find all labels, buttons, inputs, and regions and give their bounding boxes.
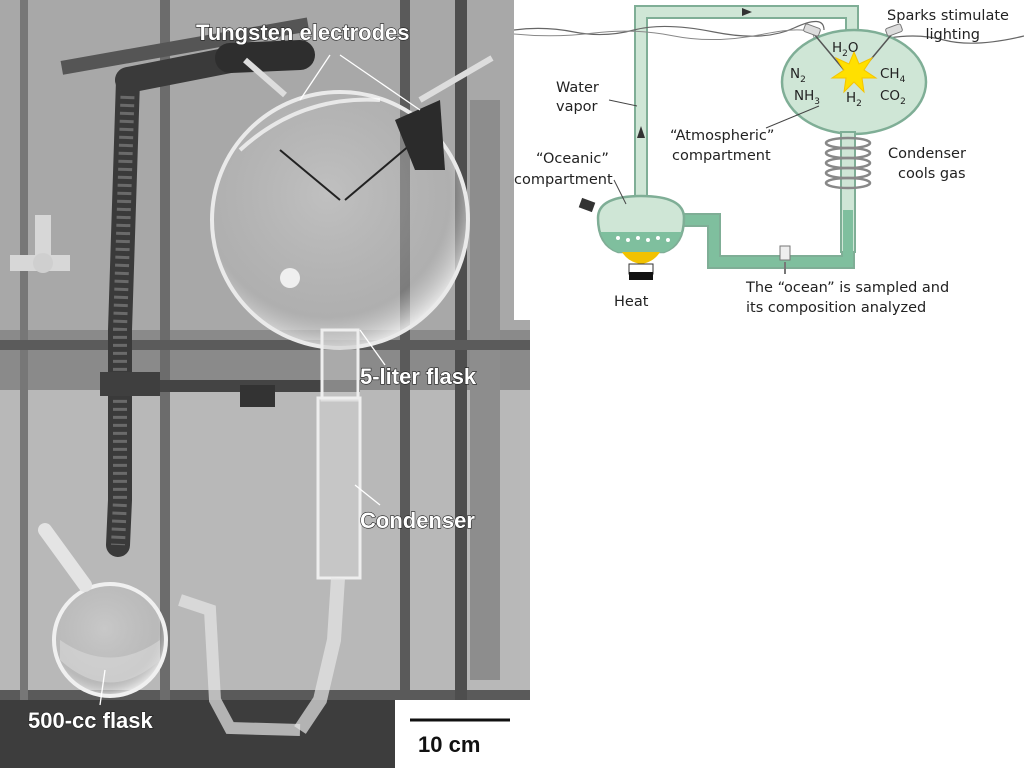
gas-co2: CO2 [880, 88, 906, 107]
gas-ch4: CH4 [880, 66, 906, 85]
gas-nh3: NH3 [794, 88, 820, 107]
heat-icon [622, 252, 660, 264]
flow-arrow-icon [742, 8, 752, 16]
label-oceanic: “Oceanic” [536, 151, 609, 167]
condenser-coil [824, 136, 872, 190]
label-water-vapor: Water [556, 80, 599, 96]
blank-area [530, 320, 1024, 768]
label-5-liter-flask: 5-liter flask [360, 364, 477, 389]
apparatus-diagram: H2O N2 CH4 NH3 H2 CO2 [514, 0, 1024, 320]
label-condenser: Condenser [360, 508, 475, 533]
label-heat: Heat [614, 294, 649, 310]
label-tungsten-electrodes: Tungsten electrodes [196, 20, 410, 45]
gas-h2o: H2O [832, 40, 859, 59]
label-condenser-cools-2: cools gas [898, 166, 966, 182]
label-atmospheric-2: compartment [672, 148, 771, 164]
flow-arrow-icon [637, 126, 645, 138]
gas-h2: H2 [846, 90, 862, 109]
label-500cc-flask: 500-cc flask [28, 708, 154, 733]
apparatus-photo: Tungsten electrodes 5-liter flask Conden… [0, 0, 530, 768]
label-sparks-2: lighting [925, 27, 980, 43]
label-sparks: Sparks stimulate [887, 8, 1009, 24]
gas-n2: N2 [790, 66, 806, 85]
spark-icon [830, 50, 878, 94]
label-oceanic-2: compartment [514, 172, 613, 188]
scale-bar-label: 10 cm [418, 732, 480, 757]
label-water-vapor-2: vapor [556, 99, 598, 115]
label-ocean-sampled-2: its composition analyzed [746, 300, 926, 316]
label-condenser-cools: Condenser [888, 146, 966, 162]
label-atmospheric: “Atmospheric” [670, 128, 774, 144]
label-ocean-sampled: The “ocean” is sampled and [745, 280, 949, 296]
